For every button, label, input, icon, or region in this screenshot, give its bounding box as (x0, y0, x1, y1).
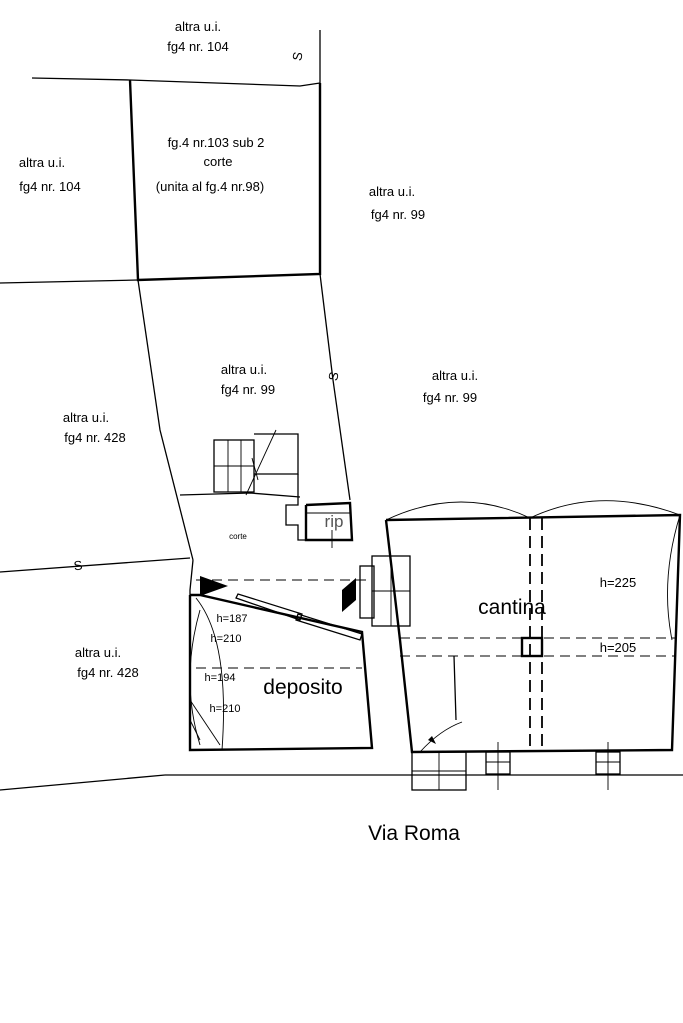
parcel-boundaries (0, 30, 683, 791)
corte-area (179, 429, 354, 750)
parcel-corte-103-label: fg.4 nr.103 sub 2 corte (unita al fg.4 n… (156, 135, 265, 194)
parcel-left-mid-line1: altra u.i. (63, 410, 109, 425)
room-cantina-label: cantina (478, 596, 546, 619)
parcel-top-line2: fg4 nr. 104 (167, 39, 228, 54)
height-205-label: h=205 (600, 640, 637, 655)
height-210-label-b: h=210 (210, 703, 241, 715)
deposito-room (188, 576, 374, 752)
section-mark-top: S (289, 50, 305, 61)
parcel-left-top-line2: fg4 nr. 104 (19, 179, 80, 194)
height-194-label: h=194 (205, 672, 236, 684)
parcel-top-label: altra u.i. fg4 nr. 104 (167, 19, 228, 54)
parcel-left-bottom-line1: altra u.i. (75, 645, 121, 660)
parcel-center-99-label: altra u.i. fg4 nr. 99 (221, 362, 275, 397)
parcel-left-mid-label: altra u.i. fg4 nr. 428 (63, 410, 126, 445)
corte-103-line1: fg.4 nr.103 sub 2 (168, 135, 265, 150)
street-label: Via Roma (368, 822, 460, 845)
parcel-center-99-line2: fg4 nr. 99 (221, 382, 275, 397)
parcel-left-bottom-line2: fg4 nr. 428 (77, 665, 138, 680)
section-mark-mid: S (325, 370, 341, 381)
section-mark-left: S (73, 557, 84, 573)
room-corte-label: corte (229, 532, 247, 541)
parcel-right-top-line2: fg4 nr. 99 (371, 207, 425, 222)
parcel-left-top-label: altra u.i. fg4 nr. 104 (19, 155, 81, 194)
corte-103-line3: (unita al fg.4 nr.98) (156, 179, 264, 194)
parcel-left-mid-line2: fg4 nr. 428 (64, 430, 125, 445)
parcel-left-bottom-label: altra u.i. fg4 nr. 428 (75, 645, 139, 680)
cantina-room (359, 500, 682, 791)
height-225-label: h=225 (600, 575, 637, 590)
room-deposito-label: deposito (263, 676, 342, 699)
parcel-left-top-line1: altra u.i. (19, 155, 65, 170)
parcel-right-top-label: altra u.i. fg4 nr. 99 (369, 184, 425, 222)
height-187-label: h=187 (217, 613, 248, 625)
room-rip-label: rip (325, 512, 344, 531)
parcel-right-top-line1: altra u.i. (369, 184, 415, 199)
corte-103-line2: corte (204, 154, 233, 169)
parcel-center-99-line1: altra u.i. (221, 362, 267, 377)
height-210-label-a: h=210 (211, 633, 242, 645)
parcel-right-mid-line1: altra u.i. (432, 368, 478, 383)
parcel-right-mid-label: altra u.i. fg4 nr. 99 (423, 368, 478, 405)
parcel-right-mid-line2: fg4 nr. 99 (423, 390, 477, 405)
parcel-top-line1: altra u.i. (175, 19, 221, 34)
